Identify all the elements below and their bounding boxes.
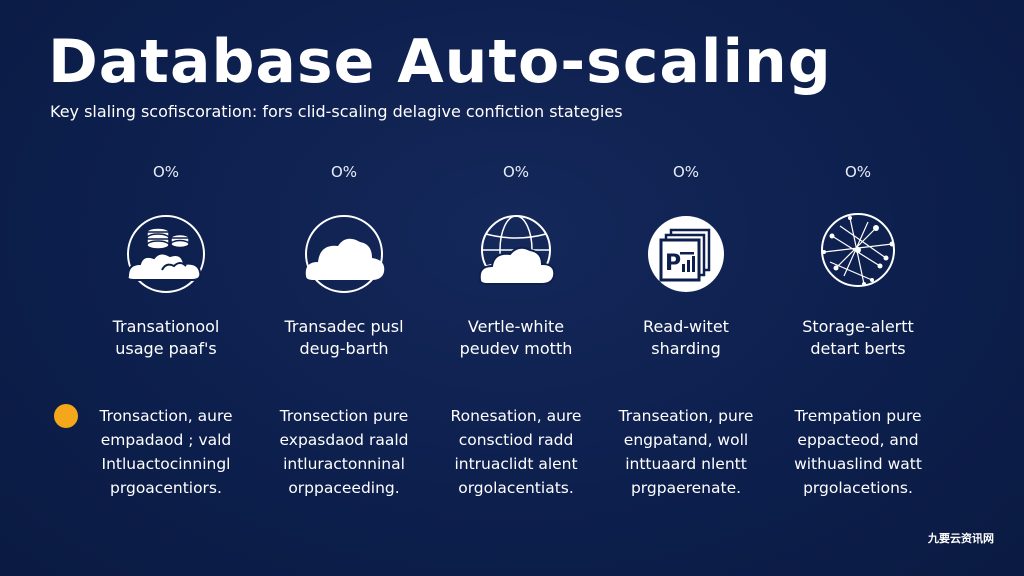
feature-column-1: O% Transationool usage paaf's bbox=[78, 160, 254, 360]
column-percent: O% bbox=[502, 163, 530, 181]
globe-cloud-icon bbox=[478, 215, 556, 285]
column-percent: O% bbox=[672, 163, 700, 181]
watermark: 九要云资讯网 bbox=[928, 532, 994, 545]
page-subtitle: Key slaling scofiscoration: fors clid-sc… bbox=[50, 102, 623, 121]
network-globe-icon bbox=[821, 213, 895, 287]
feature-column-5: O% Storage-alertt detart berts bbox=[770, 160, 946, 360]
page-title: Database Auto-scaling bbox=[48, 27, 832, 97]
column-description-2: Tronsection pure expasdaod raald intlura… bbox=[279, 407, 409, 497]
column-label: Read-witet sharding bbox=[643, 317, 729, 358]
feature-column-2: O% Transadec pusl deug-barth bbox=[256, 160, 432, 360]
feature-column-4: O% P Read-witet sharding bbox=[598, 160, 774, 360]
column-percent: O% bbox=[844, 163, 872, 181]
column-label: Transadec pusl deug-barth bbox=[284, 317, 404, 358]
column-percent: O% bbox=[330, 163, 358, 181]
presentation-slides-icon: P bbox=[648, 216, 724, 292]
svg-text:P: P bbox=[665, 251, 681, 276]
status-dot bbox=[54, 404, 78, 428]
cloud-icon bbox=[305, 215, 385, 293]
database-cloud-icon bbox=[126, 215, 205, 293]
column-description-1: Tronsaction, aure empadaod ; vald Intlua… bbox=[99, 407, 233, 497]
column-label: Storage-alertt detart berts bbox=[802, 317, 914, 358]
column-description-3: Ronesation, aure consctiod radd intruacl… bbox=[450, 407, 582, 497]
column-percent: O% bbox=[152, 163, 180, 181]
column-description-5: Trempation pure eppacteod, and withuasli… bbox=[794, 407, 922, 497]
feature-column-3: O% Vertle-white peudev motth bbox=[428, 160, 604, 360]
column-description-4: Transeation, pure engpatand, woll inttua… bbox=[618, 407, 754, 497]
column-label: Vertle-white peudev motth bbox=[459, 317, 573, 358]
column-label: Transationool usage paaf's bbox=[112, 317, 220, 358]
